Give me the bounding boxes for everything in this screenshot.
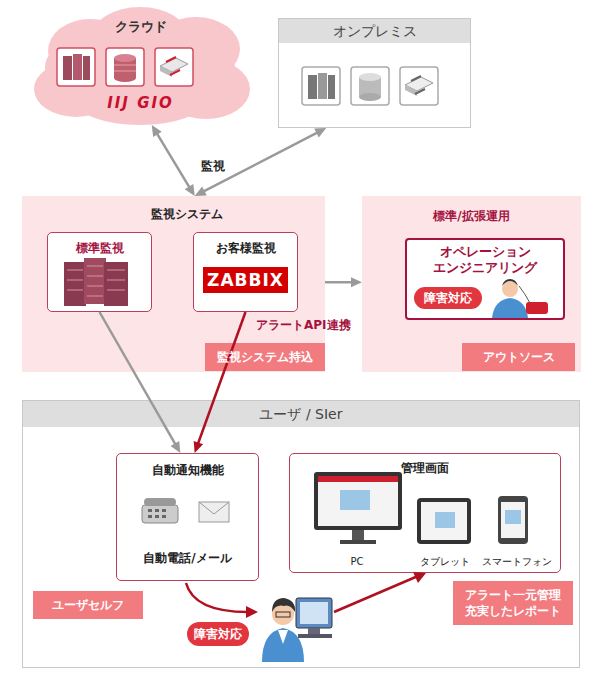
node-title: ユーザセルフ xyxy=(33,597,143,613)
zabbix-box: お客様監視 ZABBIX xyxy=(193,232,298,312)
text-slot: アラート一元管理 充実したレポート xyxy=(457,587,569,619)
node-text: 自動電話/メール xyxy=(117,550,258,566)
node-title: 自動通知機能 xyxy=(117,462,258,478)
text-slot: 自動通知機能 xyxy=(117,462,258,478)
edge-label-slot: 監視 xyxy=(199,158,227,174)
node-title: 障害対応 xyxy=(414,290,482,306)
arrowhead xyxy=(351,277,362,287)
tag-label: アウトソース xyxy=(462,343,575,371)
text-slot: アウトソース xyxy=(462,349,575,365)
text-slot: 監視システム持込 xyxy=(205,349,325,365)
connector xyxy=(156,133,190,189)
node-title: 管理画面 xyxy=(290,460,560,476)
arrowhead xyxy=(171,441,181,453)
text-slot: 障害対応 xyxy=(187,626,249,642)
text-slot: 管理画面 xyxy=(290,460,560,476)
text-slot: タブレット xyxy=(405,554,485,570)
text-slot: 標準監視 xyxy=(48,240,151,256)
node-title: 監視システム xyxy=(122,206,252,222)
node-title: お客様監視 xyxy=(194,240,297,256)
device-icons xyxy=(314,472,528,544)
text-slot: ユーザセルフ xyxy=(33,597,143,613)
connector xyxy=(198,312,246,445)
text-slot: ZABBIX xyxy=(203,267,288,293)
incident-pill: 障害対応 xyxy=(187,622,249,646)
incident-pill: 障害対応 xyxy=(414,287,482,309)
onpremise-icons xyxy=(302,67,438,105)
text-slot: IIJ GIO xyxy=(28,95,253,111)
text-slot: オンプレミス xyxy=(279,22,470,40)
arrowhead xyxy=(195,187,207,196)
tag-label: ユーザセルフ xyxy=(33,591,143,619)
text-slot: オペレーション エンジニアリング xyxy=(415,244,555,276)
connector xyxy=(100,312,176,445)
edge-label-slot: アラートAPI連携 xyxy=(254,317,353,333)
node-title: ユーザ / SIer xyxy=(23,405,579,423)
node-title: オペレーション エンジニアリング xyxy=(415,244,555,276)
node-title: 監視システム持込 xyxy=(205,349,325,365)
server-icon xyxy=(64,258,128,306)
text-slot: PC xyxy=(317,554,397,570)
arrowhead xyxy=(314,128,326,137)
connector xyxy=(325,281,353,284)
node-title: 標準監視 xyxy=(48,240,151,256)
phone-mail-icons xyxy=(142,498,229,523)
text-slot: お客様監視 xyxy=(194,240,297,256)
text-slot: 標準/拡張運用 xyxy=(362,208,581,224)
node-text: スマートフォン xyxy=(475,554,559,570)
user-flow-arrows xyxy=(186,572,426,618)
node-title: クラウド xyxy=(28,19,253,35)
tag-label: 監視システム持込 xyxy=(205,343,325,371)
arrowhead xyxy=(194,441,203,453)
arrowhead xyxy=(152,125,162,137)
node-title: 障害対応 xyxy=(187,626,249,642)
text-slot: 監視システム xyxy=(122,206,252,222)
node-title: 標準/拡張運用 xyxy=(362,208,581,224)
node-title: アラート一元管理 充実したレポート xyxy=(457,587,569,619)
edge-label: 監視 xyxy=(199,158,227,174)
operator-figure xyxy=(492,279,548,318)
node-text: タブレット xyxy=(405,554,485,570)
edge-label: アラートAPI連携 xyxy=(254,317,353,333)
text-slot: クラウド xyxy=(28,19,253,35)
node-text: ZABBIX xyxy=(203,267,288,293)
node-title: アウトソース xyxy=(462,349,575,365)
user-figure xyxy=(262,598,332,662)
notify-box: 自動通知機能自動電話/メール xyxy=(116,453,259,581)
text-slot: ユーザ / SIer xyxy=(23,405,579,423)
tag-label: アラート一元管理 充実したレポート xyxy=(453,581,573,625)
node-text: PC xyxy=(317,554,397,570)
arrowhead xyxy=(185,184,195,196)
node-title: オンプレミス xyxy=(279,22,470,40)
operations-panel: 標準/拡張運用オペレーション エンジニアリング障害対応アウトソース xyxy=(362,196,581,372)
text-slot: 障害対応 xyxy=(414,290,482,306)
node-text: IIJ GIO xyxy=(28,95,253,111)
cloud-icons xyxy=(57,48,193,86)
text-slot: 自動電話/メール xyxy=(117,550,258,566)
text-slot: スマートフォン xyxy=(475,554,559,570)
